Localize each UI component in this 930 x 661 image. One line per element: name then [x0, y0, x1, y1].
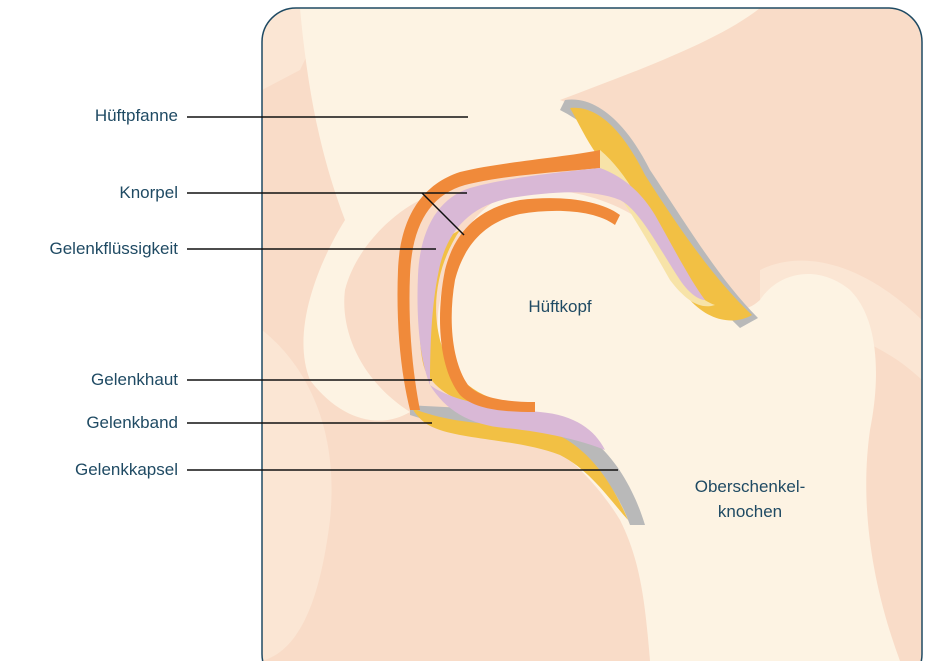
label-knorpel: Knorpel — [119, 183, 178, 203]
label-gelenkband: Gelenkband — [86, 413, 178, 433]
label-gelenkfluessigkeit: Gelenkflüssigkeit — [49, 239, 178, 259]
label-oberschenkel-line1: Oberschenkel- — [680, 474, 820, 499]
label-oberschenkelknochen: Oberschenkel- knochen — [680, 474, 820, 524]
label-hueftpfanne: Hüftpfanne — [95, 106, 178, 126]
label-gelenkkapsel: Gelenkkapsel — [75, 460, 178, 480]
label-oberschenkel-line2: knochen — [680, 499, 820, 524]
label-hueftkopf: Hüftkopf — [490, 297, 630, 317]
label-gelenkhaut: Gelenkhaut — [91, 370, 178, 390]
